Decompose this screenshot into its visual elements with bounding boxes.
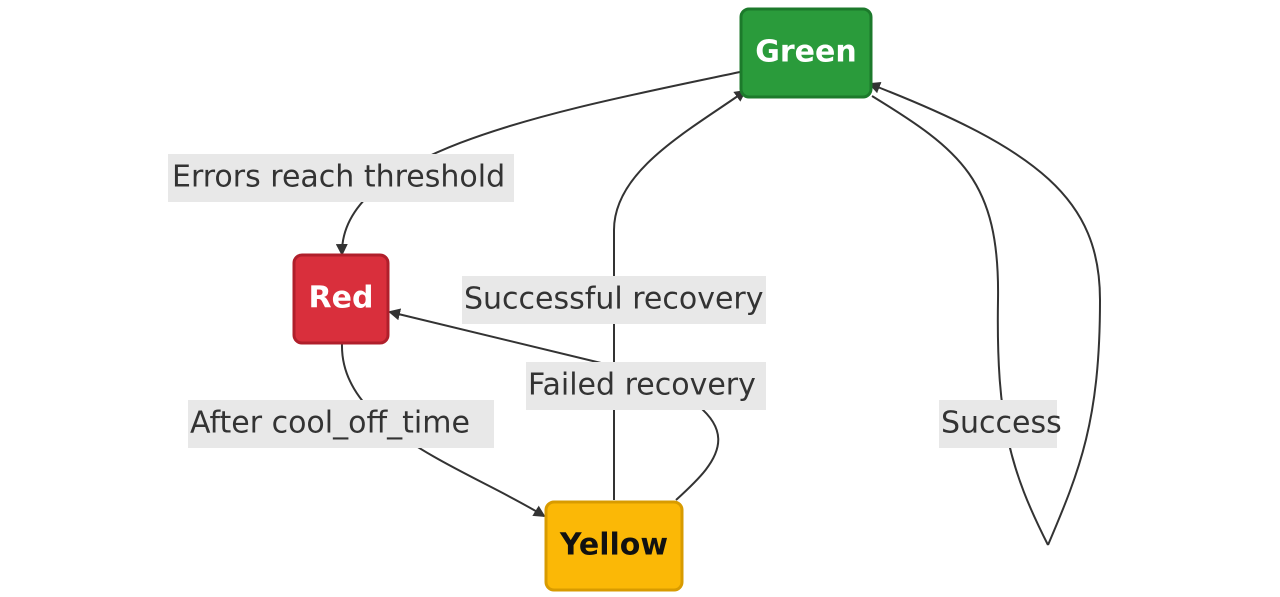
label-success: Success — [939, 400, 1062, 448]
edge-successful-recovery — [613, 89, 747, 500]
label-failed-recovery: Failed recovery — [526, 362, 766, 410]
edge-errors-reach-threshold — [335, 71, 741, 256]
state-yellow-label: Yellow — [559, 528, 668, 563]
state-green-node[interactable]: Green — [739, 7, 873, 99]
label-errors-reach-threshold: Errors reach threshold — [168, 154, 514, 202]
state-yellow-box — [544, 500, 684, 592]
label-errors-reach-threshold-text: Errors reach threshold — [172, 160, 505, 195]
state-green-label: Green — [755, 35, 856, 70]
state-yellow-node[interactable]: Yellow — [544, 500, 684, 592]
edge-success-loop-outbound — [871, 95, 1049, 546]
label-success-text: Success — [941, 406, 1062, 441]
edge-success-loop-inbound — [868, 82, 1102, 546]
state-red-node[interactable]: Red — [292, 253, 390, 345]
label-after-cool-off-time-text: After cool_off_time — [190, 406, 470, 441]
label-after-cool-off-time: After cool_off_time — [188, 400, 494, 448]
state-red-box — [292, 253, 390, 345]
label-failed-recovery-text: Failed recovery — [528, 368, 756, 403]
state-green-box — [739, 7, 873, 99]
label-successful-recovery-text: Successful recovery — [464, 282, 764, 317]
label-successful-recovery: Successful recovery — [462, 276, 766, 324]
state-red-label: Red — [309, 281, 374, 316]
